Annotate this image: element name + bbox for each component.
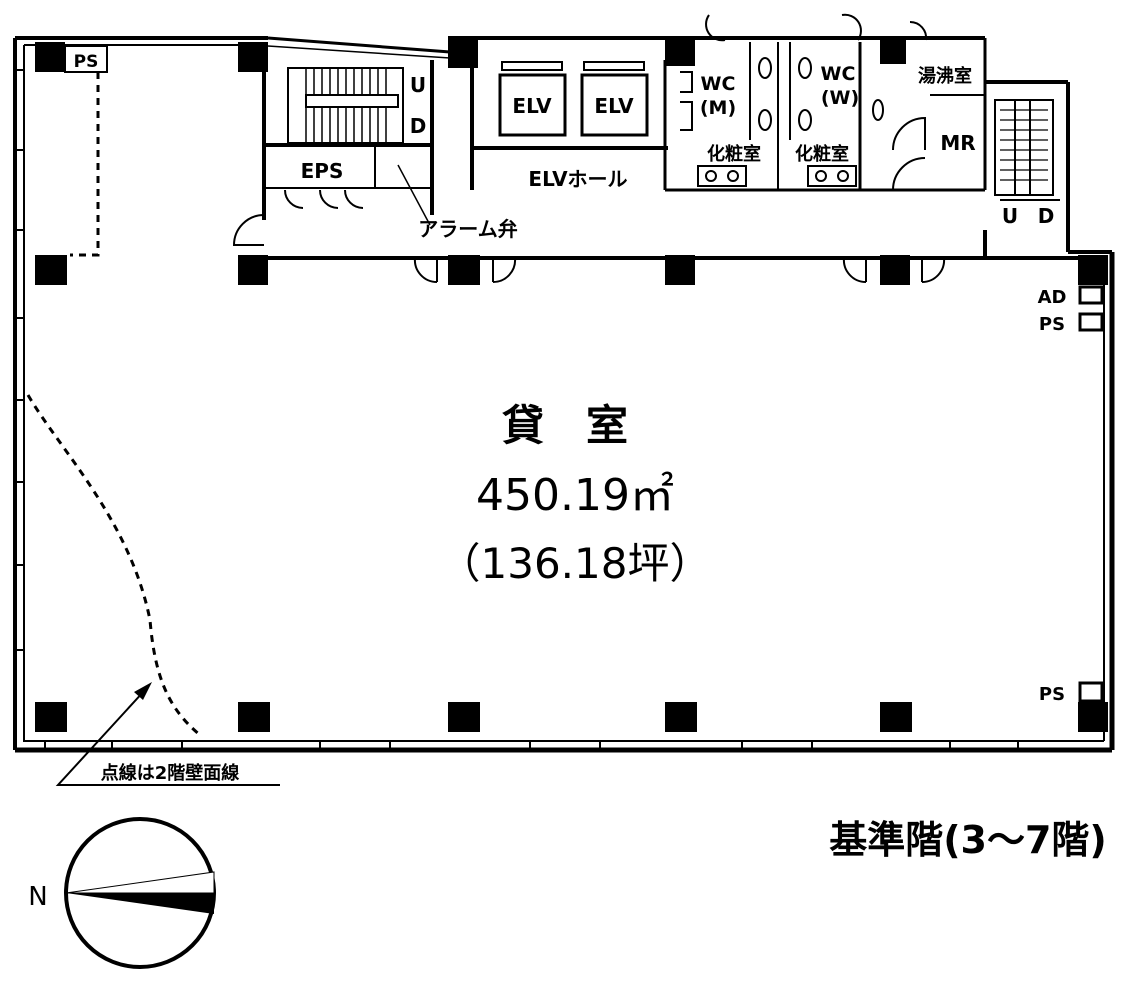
- core-walls: [64, 42, 1104, 703]
- door-swings: [232, 13, 946, 284]
- powder-m-label: 化粧室: [707, 143, 761, 165]
- wc-m-label: WC: [701, 73, 736, 95]
- room-tsubo: （136.18坪）: [439, 539, 712, 588]
- wc-m-sub-label: (M): [700, 97, 736, 119]
- elv-hall-label: ELVホール: [528, 167, 627, 191]
- note-arrowhead: [134, 682, 152, 700]
- mr-label: MR: [940, 131, 975, 155]
- stair-down-label: D: [410, 114, 427, 138]
- elv2-label: ELV: [594, 94, 634, 118]
- powder-w-label: 化粧室: [795, 143, 849, 165]
- wc-w-sub-label: (W): [821, 87, 859, 109]
- eps-label: EPS: [301, 159, 344, 183]
- elv1-label: ELV: [512, 94, 552, 118]
- ps-bottom-label: PS: [1039, 684, 1065, 705]
- kitchen-label: 湯沸室: [918, 65, 972, 87]
- floor-label: 基準階(3～7階): [829, 818, 1107, 862]
- wc-w-label: WC: [821, 63, 856, 85]
- toilets: [680, 57, 884, 131]
- ps-right-label: PS: [1039, 314, 1065, 335]
- note-arrow: [55, 689, 280, 786]
- ad-label: AD: [1038, 287, 1067, 308]
- stair2-up-label: U: [1002, 204, 1018, 228]
- compass-north-label: N: [28, 882, 47, 912]
- room-name: 貸 室: [502, 401, 628, 450]
- room-area: 450.19㎡: [476, 470, 674, 521]
- stair2-down-label: D: [1038, 204, 1055, 228]
- stair-up-label: U: [410, 73, 426, 97]
- stair-right: [994, 99, 1054, 196]
- compass-icon: [64, 817, 216, 969]
- alarm-valve-label: アラーム弁: [418, 217, 517, 241]
- elevators: [498, 61, 649, 137]
- stair-left: [287, 67, 404, 144]
- dashed-wall-line: [26, 72, 201, 737]
- sinks: [697, 165, 857, 187]
- mullion-ticks: [15, 69, 1019, 750]
- outer-walls: [13, 36, 1115, 753]
- ps-top-label: PS: [74, 52, 99, 72]
- alarm-pointer: [397, 164, 431, 226]
- dashed-line-note: 点線は2階壁面線: [101, 762, 240, 784]
